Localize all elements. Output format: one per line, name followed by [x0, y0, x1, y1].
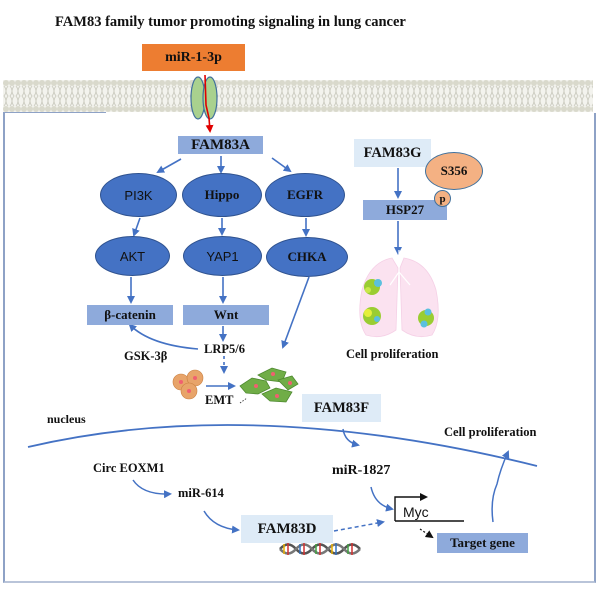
- hippo-node: Hippo: [182, 173, 262, 217]
- mir-1827-label: miR-1827: [332, 463, 391, 478]
- fam83f-box: FAM83F: [302, 394, 381, 422]
- chka-node: CHKA: [266, 237, 348, 277]
- cell-boundary: [3, 113, 596, 583]
- arrow-fam83a-pi3k: [156, 158, 182, 173]
- wnt-box: Wnt: [183, 305, 269, 325]
- arrow-myc-target-dashed: [419, 528, 434, 539]
- egfr-node: EGFR: [265, 173, 345, 217]
- mir-614-label: miR-614: [178, 486, 224, 500]
- yap1-node: YAP1: [183, 236, 262, 276]
- cell-proliferation-label-lung: Cell proliferation: [346, 347, 439, 361]
- arrow-chka-emt: [281, 276, 310, 349]
- myc-label: Myc: [403, 504, 429, 520]
- cell-proliferation-label-nucleus: Cell proliferation: [444, 425, 537, 439]
- arrow-lrp-bcatenin: [128, 323, 199, 350]
- phosphorylation-badge: p: [434, 190, 451, 207]
- nucleus-label: nucleus: [47, 412, 86, 426]
- epithelial-cells-icon: [172, 369, 204, 400]
- emt-dashed-tick: [239, 397, 248, 404]
- mir-inhibition-arrow: [204, 74, 214, 133]
- membrane-channel-icon: [190, 74, 218, 133]
- arrow-circ-mir614: [132, 479, 172, 499]
- mesenchymal-cells-icon: [239, 367, 299, 403]
- hsp27-box: HSP27: [363, 200, 447, 220]
- lrp5-6-label: LRP5/6: [204, 342, 245, 356]
- cell-boundary-top: [3, 112, 106, 113]
- pi3k-node: PI3K: [100, 173, 177, 217]
- arrow-mir1827-myc: [370, 486, 394, 512]
- circ-eoxm1-label: Circ EOXM1: [93, 461, 165, 475]
- arrow-pi3k-akt: [132, 217, 141, 237]
- emt-label: EMT: [205, 393, 234, 407]
- myc-promoter-icon: [394, 493, 464, 522]
- arrow-mir614-fam83d: [203, 510, 240, 534]
- fam83d-box: FAM83D: [241, 515, 333, 543]
- fam83g-box: FAM83G: [354, 139, 431, 167]
- tumor-cluster-icon: [363, 279, 434, 328]
- akt-node: AKT: [95, 236, 170, 276]
- cell-membrane: [3, 80, 593, 112]
- nucleus-membrane: [27, 424, 538, 467]
- arrow-fam83a-egfr: [271, 157, 292, 173]
- arrow-target-proliferation: [491, 450, 510, 523]
- target-gene-box: Target gene: [437, 533, 528, 553]
- fam83a-box: FAM83A: [178, 136, 263, 154]
- mir-1-3p-box: miR-1-3p: [142, 44, 245, 71]
- arrow-fam83d-myc-dashed: [333, 519, 385, 532]
- s356-site: S356: [425, 152, 483, 190]
- beta-catenin-box: β-catenin: [87, 305, 173, 325]
- gsk-3b-label: GSK-3β: [124, 349, 168, 363]
- diagram-title: FAM83 family tumor promoting signaling i…: [55, 14, 406, 30]
- arrow-fam83f-mir1827: [342, 428, 360, 448]
- dna-helix-icon: [279, 543, 361, 555]
